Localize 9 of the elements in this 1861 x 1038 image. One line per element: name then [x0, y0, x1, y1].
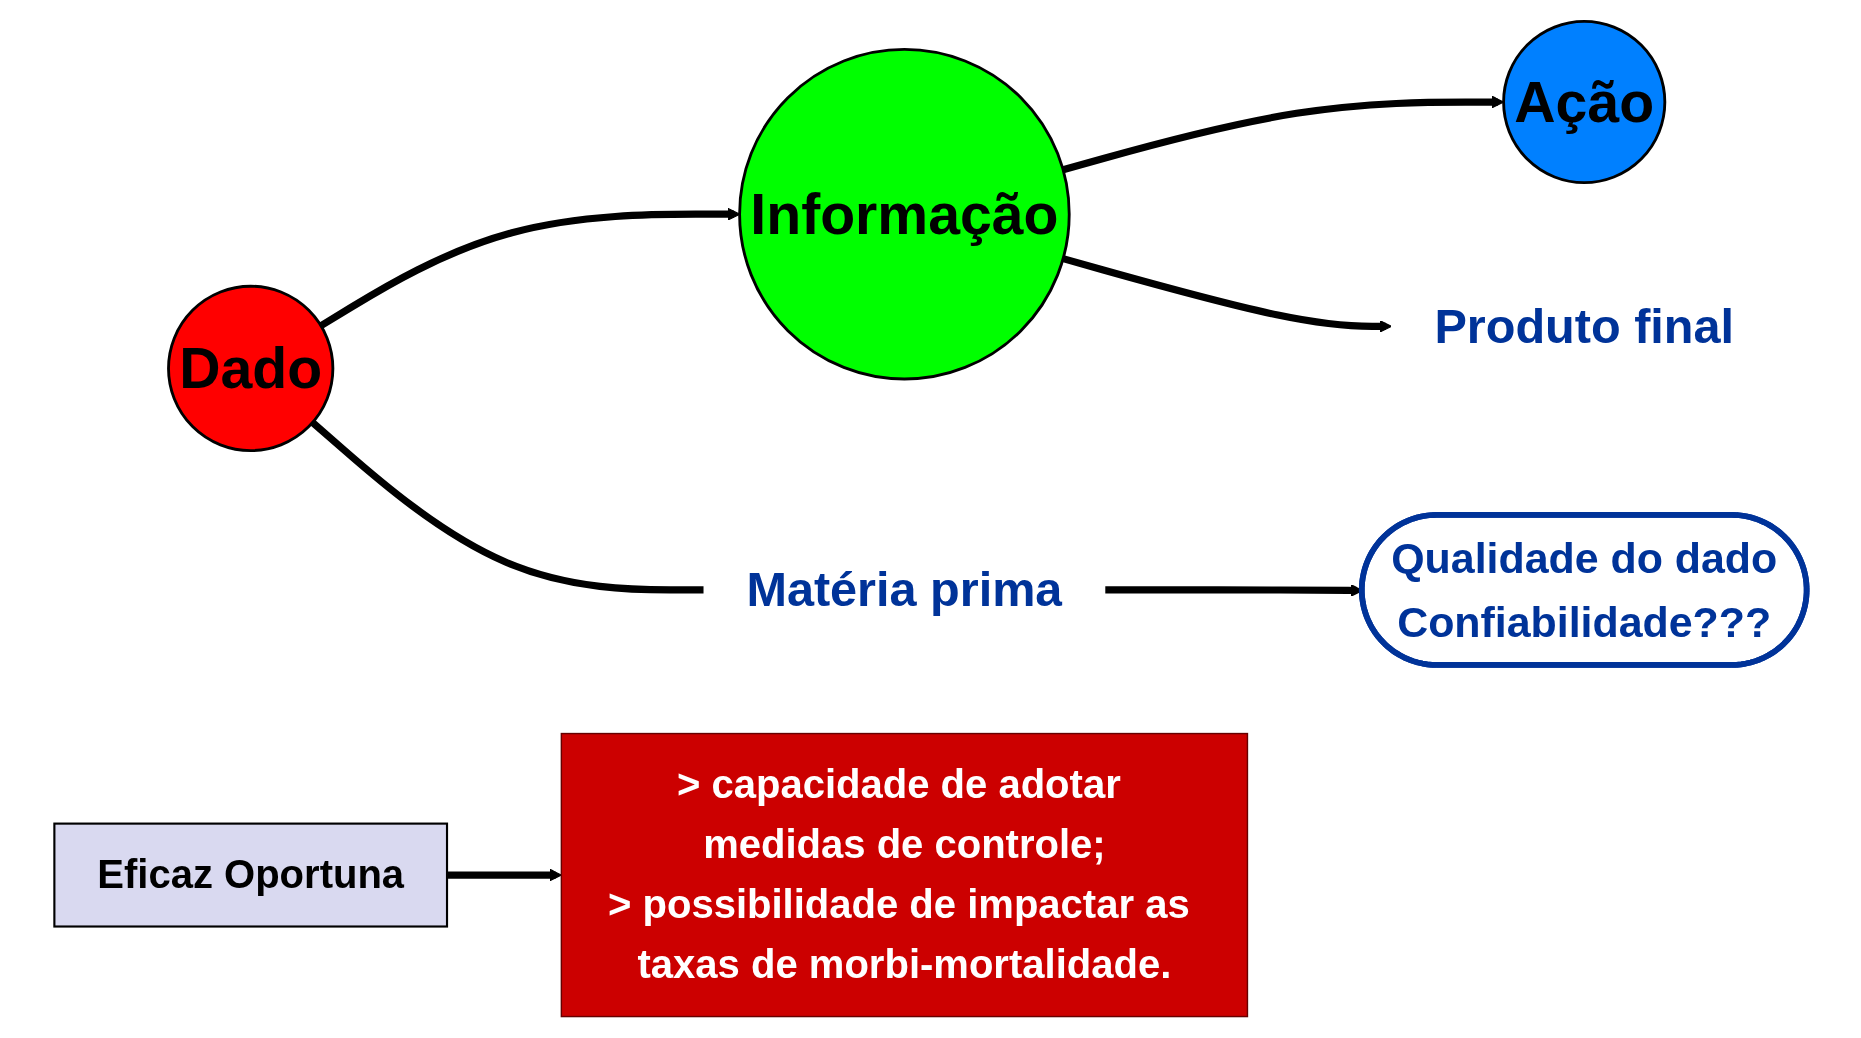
node-circle: Dado	[167, 284, 335, 453]
node-box: Eficaz Oportuna	[53, 822, 449, 928]
node-box: > capacidade de adotar medidas de controle; > possibilidade de impactar as taxas de morbi-mortalidade.	[560, 732, 1249, 1018]
arrow	[1062, 255, 1393, 333]
node-circle: Informação	[738, 47, 1071, 381]
arrow	[447, 868, 562, 882]
node-text: Matéria prima	[746, 562, 1063, 617]
node-circle: Ação	[1502, 20, 1667, 185]
node-text: Produto final	[1434, 298, 1735, 353]
